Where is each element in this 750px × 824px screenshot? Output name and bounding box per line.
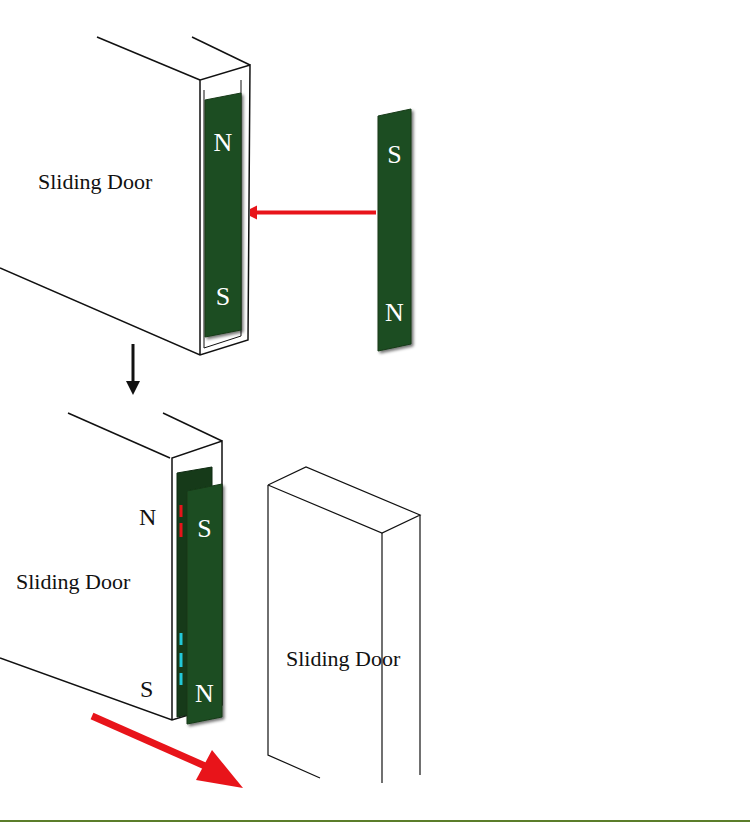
mark bbox=[180, 633, 183, 645]
door-edge bbox=[419, 515, 420, 775]
door-edge bbox=[97, 37, 200, 80]
motion-arrowhead bbox=[196, 750, 243, 788]
pole-label: N bbox=[376, 300, 413, 326]
door-face bbox=[0, 65, 250, 355]
door-label: Sliding Door bbox=[16, 571, 130, 593]
connector-line bbox=[254, 211, 376, 215]
pole-label: S bbox=[140, 677, 153, 701]
door-edge bbox=[163, 413, 222, 441]
sliding-door: Sliding DoorSN bbox=[0, 405, 226, 727]
shape-outline bbox=[264, 462, 424, 787]
door-label: Sliding Door bbox=[38, 171, 152, 193]
pole-label: N bbox=[185, 681, 224, 707]
mark bbox=[180, 505, 183, 517]
door-edge bbox=[192, 37, 250, 65]
door-edge bbox=[268, 467, 420, 533]
magnet-bar: SN bbox=[185, 483, 224, 725]
mark bbox=[180, 653, 183, 667]
ground-line bbox=[0, 820, 750, 822]
pole-label: N bbox=[139, 505, 156, 529]
door-edge bbox=[268, 485, 320, 778]
door-edge bbox=[0, 65, 250, 355]
pole-label: S bbox=[376, 142, 413, 168]
pole-label: N bbox=[203, 130, 243, 156]
mark bbox=[180, 673, 183, 685]
door-label: Sliding Door bbox=[286, 648, 400, 670]
connector-arrow bbox=[243, 206, 376, 220]
magnet-bar: SN bbox=[376, 108, 413, 352]
pole-label: S bbox=[185, 516, 224, 542]
connector-arrow bbox=[126, 344, 140, 395]
mark bbox=[180, 523, 183, 537]
sliding-door: Sliding Door bbox=[264, 462, 424, 787]
door-edge bbox=[68, 413, 170, 458]
pole-label: S bbox=[203, 284, 243, 310]
connector-line bbox=[132, 344, 135, 384]
magnet-bar: NS bbox=[203, 92, 243, 338]
sliding-door: Sliding DoorNS bbox=[0, 30, 256, 360]
arrowhead bbox=[126, 381, 140, 395]
